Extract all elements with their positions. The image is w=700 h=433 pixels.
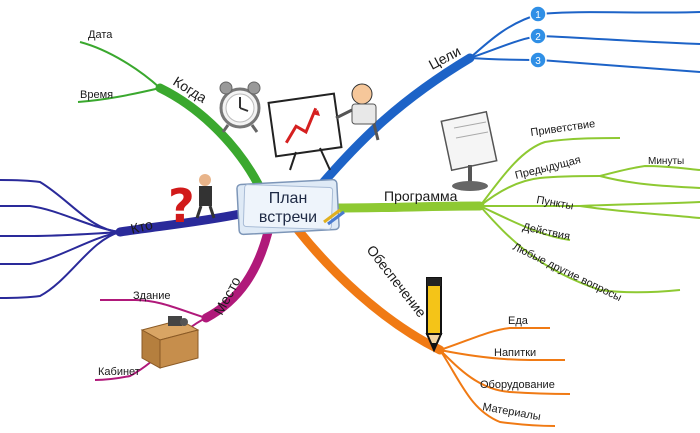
goal-badge-3: 3 [529,51,547,69]
svg-text:?: ? [168,179,195,233]
program-item-items: Пункты [535,194,574,212]
program-item-greeting: Приветствие [530,118,596,139]
question-mark-person-icon: ? [168,174,216,233]
supplies-item-materials: Материалы [481,401,541,423]
when-item-time: Время [80,89,113,101]
branch-program-label: Программа [384,188,458,204]
branch-goals: Цели 1 2 3 [267,5,700,189]
pens-icon [323,208,345,226]
program-item-minutes: Минуты [648,156,684,167]
branch-when: Когда Дата Время [77,29,263,189]
svg-text:1: 1 [535,10,541,21]
program-item-aob: Любые другие вопросы [511,241,624,304]
presenter-chart-icon [267,83,380,171]
when-item-date: Дата [88,29,113,41]
goal-badge-1: 1 [529,5,547,23]
center-node: План встречи [236,178,345,236]
center-title-line2: встречи [259,209,317,226]
supplies-item-drinks: Напитки [494,347,536,359]
supplies-item-equipment: Оборудование [480,379,555,391]
program-item-actions: Действия [521,221,571,243]
center-title-line1: План [269,190,308,207]
office-desk-icon [140,316,200,369]
alarm-clock-icon [219,81,261,133]
goal-badge-2: 2 [529,27,547,45]
place-item-building: Здание [133,290,171,302]
supplies-item-food: Еда [508,315,529,327]
pencil-icon [425,277,443,353]
branch-place: Место Здание Кабинет [94,227,273,381]
place-item-office: Кабинет [98,366,140,378]
svg-text:3: 3 [535,56,541,67]
flipchart-easel-icon [440,110,498,191]
branch-who: Кто ? [0,174,245,299]
svg-text:2: 2 [535,32,541,43]
branch-who-label: Кто [129,216,155,237]
